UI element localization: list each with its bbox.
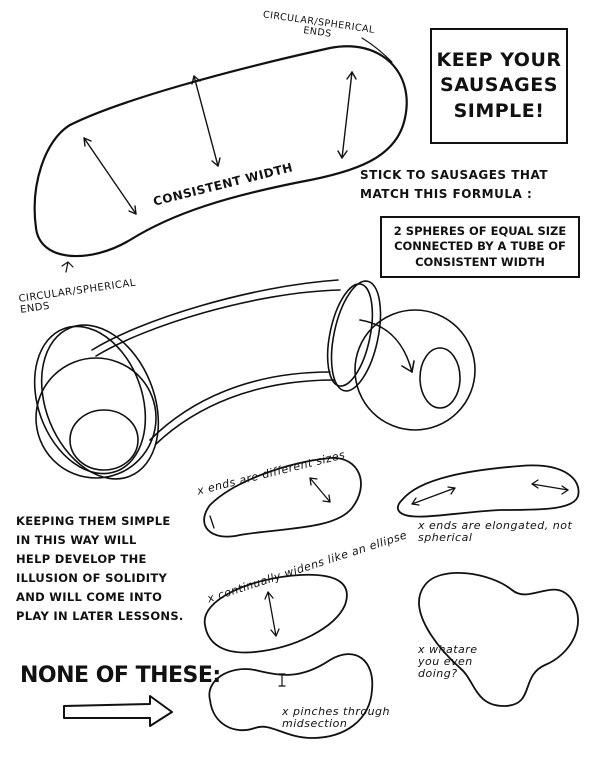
- width-arrow: [278, 673, 286, 687]
- bad-example-3-shape: [203, 573, 348, 654]
- bad-example-5-shape: [208, 653, 374, 739]
- example-sausage-outline: [33, 45, 408, 258]
- formula-text: 2 SPHERES OF EQUAL SIZE CONNECTED BY A T…: [393, 223, 567, 269]
- none-of-these-arrow: [63, 695, 173, 727]
- title-box: KEEP YOUR SAUSAGES SIMPLE!: [430, 28, 568, 144]
- bad-example-1-shape: [203, 457, 362, 538]
- construction-tube: [33, 279, 476, 480]
- bad-example-4-shape: [418, 572, 579, 707]
- instruction-text: STICK TO SAUSAGES THAT MATCH THIS FORMUL…: [360, 168, 549, 202]
- ends-top-pointer: [361, 37, 393, 63]
- formula-box: 2 SPHERES OF EQUAL SIZE CONNECTED BY A T…: [380, 216, 580, 278]
- ends-left-pointer: [61, 261, 74, 273]
- bad-example-2-note: x ends are elongated, not spherical: [418, 519, 573, 545]
- width-arrow: [411, 479, 569, 506]
- width-arrow: [209, 477, 331, 529]
- width-arrow: [191, 75, 221, 167]
- bad-example-2-shape: [396, 464, 580, 518]
- width-arrow: [337, 71, 357, 159]
- width-arrow: [83, 137, 137, 215]
- width-arrow: [264, 591, 280, 637]
- none-of-these-heading: NONE OF THESE:: [20, 663, 221, 688]
- bad-example-5-note: x pinches through midsection: [282, 705, 390, 731]
- bad-example-4-note: x whatare you even doing?: [418, 643, 478, 681]
- explanation-text: KEEPING THEM SIMPLE IN THIS WAY WILL HEL…: [16, 514, 184, 623]
- page-title: KEEP YOUR SAUSAGES SIMPLE!: [436, 48, 562, 122]
